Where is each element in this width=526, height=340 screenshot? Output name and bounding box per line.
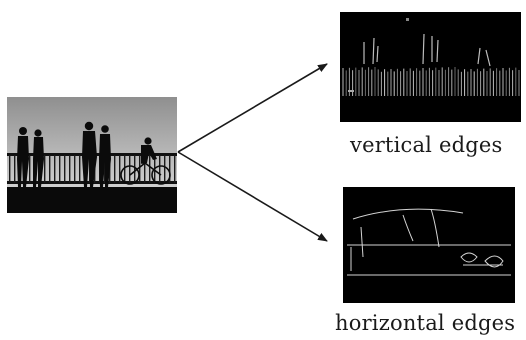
input-photo xyxy=(7,97,177,213)
vertical-edges-image: vertical edges xyxy=(340,12,521,157)
horizontal-edges-image: horizontal edges xyxy=(335,187,515,335)
input-photo-image xyxy=(7,97,177,213)
arrow-to-vertical-edges xyxy=(177,63,328,153)
horizontal-edges-caption: horizontal edges xyxy=(335,311,516,335)
vertical-edges-caption: vertical edges xyxy=(350,133,503,157)
arrow-to-horizontal-edges xyxy=(177,151,328,242)
